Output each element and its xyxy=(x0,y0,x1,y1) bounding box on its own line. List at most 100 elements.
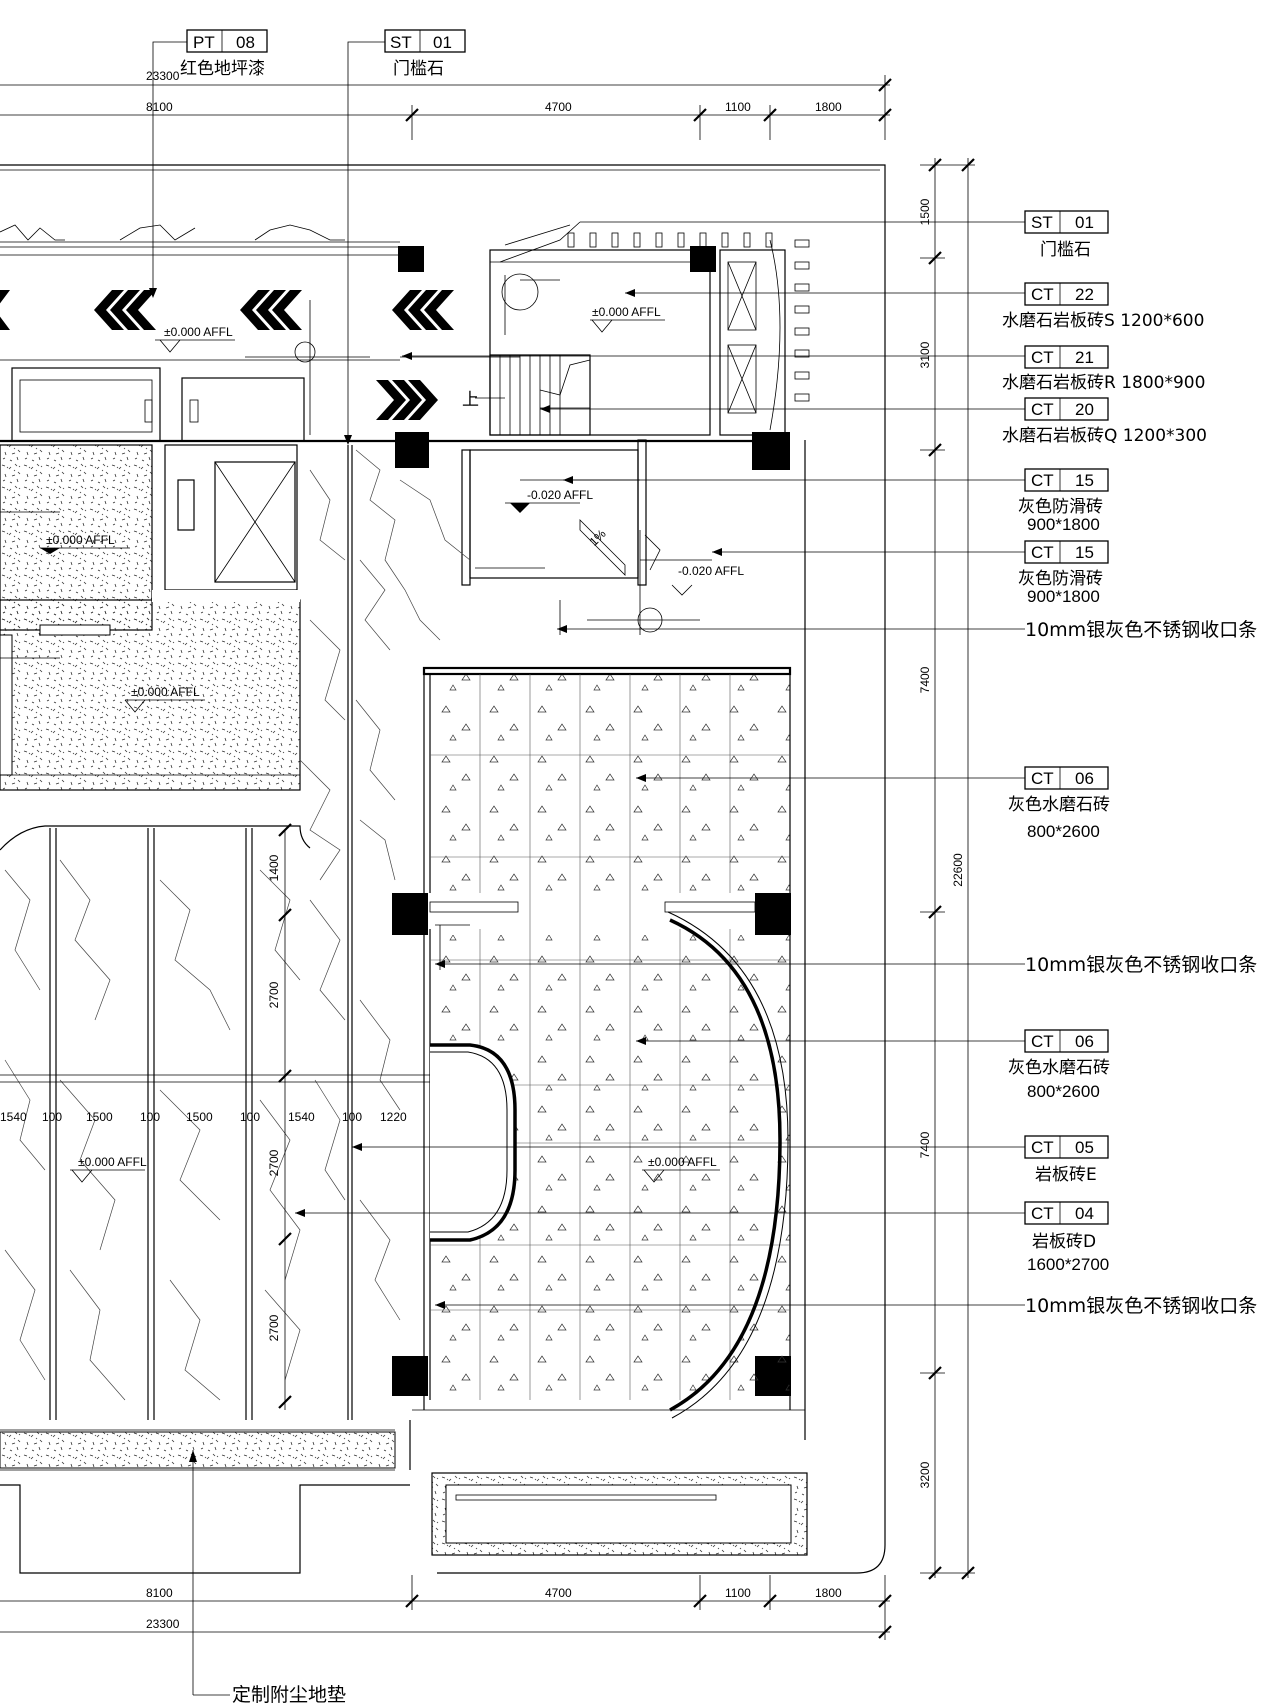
inner-vertical-dimensions: 1400 2700 2700 2700 xyxy=(267,823,292,1410)
restroom: -0.020 AFFL 1% -0.020 AFFL xyxy=(461,439,744,635)
right-tag-line-5a: 灰色防滑砖 xyxy=(1018,497,1103,517)
right-tag-line-10a: 岩板砖D xyxy=(1032,1232,1096,1252)
right-tag-num-8: 06 xyxy=(1075,1032,1094,1051)
trim-note-text-3: 10mm银灰色不锈钢收口条 xyxy=(1025,1295,1257,1317)
right-tag-num-10: 04 xyxy=(1075,1204,1094,1223)
inner-vdim-3: 2700 xyxy=(267,1149,281,1176)
top-tag-label-2: 门槛石 xyxy=(393,59,444,79)
right-tag-num-1: 01 xyxy=(1075,213,1094,232)
terrazzo-tile-room: ±0.000 AFFL xyxy=(422,666,792,1419)
inner-hdim-7: 1540 xyxy=(288,1110,315,1124)
trim-note-3: 10mm银灰色不锈钢收口条 xyxy=(435,1295,1257,1317)
right-dim-seg-2: 3100 xyxy=(918,341,932,368)
right-tag-5: CT 15 灰色防滑砖 900*1800 xyxy=(563,468,1109,534)
chevron-arrows-right xyxy=(376,380,438,420)
inner-hdim-1: 1540 xyxy=(0,1110,27,1124)
trim-note-1: 10mm银灰色不锈钢收口条 xyxy=(557,619,1257,641)
level-marker-6: -0.020 AFFL xyxy=(678,564,744,578)
right-tag-line-9a: 岩板砖E xyxy=(1035,1165,1097,1185)
bench-fixtures xyxy=(0,367,320,442)
bottom-dim-total: 23300 xyxy=(146,1617,180,1631)
top-tag-code-2: ST xyxy=(390,33,412,52)
right-tag-num-3: 21 xyxy=(1075,348,1094,367)
right-tag-7: CT 06 灰色水磨石砖 800*2600 xyxy=(636,766,1110,841)
top-dim-total: 23300 xyxy=(146,69,180,83)
right-tag-line-10b: 1600*2700 xyxy=(1027,1255,1109,1274)
planter xyxy=(431,1472,808,1556)
level-marker-2: ±0.000 AFFL xyxy=(46,533,115,547)
bottom-dim-left: 8100 xyxy=(146,1586,173,1600)
top-tag-num-2: 01 xyxy=(433,33,452,52)
right-tag-num-4: 20 xyxy=(1075,400,1094,419)
inner-vdim-2: 2700 xyxy=(267,981,281,1008)
inner-hdim-2: 100 xyxy=(42,1110,62,1124)
right-tag-code-8: CT xyxy=(1031,1032,1054,1051)
right-tag-code-10: CT xyxy=(1031,1204,1054,1223)
right-tag-code-3: CT xyxy=(1031,348,1054,367)
right-tag-10: CT 04 岩板砖D 1600*2700 xyxy=(295,1201,1109,1274)
right-tag-num-5: 15 xyxy=(1075,471,1094,490)
inner-hdim-8: 100 xyxy=(342,1110,362,1124)
right-tag-line-4a: 水磨石岩板砖Q 1200*300 xyxy=(1002,426,1207,446)
top-tag-label-1: 红色地坪漆 xyxy=(180,59,265,79)
terrazzo-zone-left: ±0.000 AFFL ±0.000 AFFL xyxy=(0,444,301,791)
right-dim-seg-5: 3200 xyxy=(918,1461,932,1488)
top-dim-seg-1: 4700 xyxy=(545,100,572,114)
stair-edge-teeth xyxy=(567,232,810,402)
right-tag-num-9: 05 xyxy=(1075,1138,1094,1157)
right-tag-code-2: CT xyxy=(1031,285,1054,304)
inner-hdim-4: 100 xyxy=(140,1110,160,1124)
inner-hdim-3: 1500 xyxy=(86,1110,113,1124)
level-marker-5: -0.020 AFFL xyxy=(527,488,593,502)
trim-note-text-2: 10mm银灰色不锈钢收口条 xyxy=(1025,954,1257,976)
right-tag-4: CT 20 水磨石岩板砖Q 1200*300 xyxy=(540,397,1207,446)
marble-zone-top xyxy=(299,449,471,881)
right-dim-seg-1: 1500 xyxy=(918,198,932,225)
top-dim-left: 8100 xyxy=(146,100,173,114)
level-marker-bottom-left: ±0.000 AFFL xyxy=(70,1155,147,1183)
elevator xyxy=(164,444,298,591)
right-tag-line-1a: 门槛石 xyxy=(1040,240,1091,260)
entry-mat: 定制附尘地垫 xyxy=(0,1431,396,1706)
right-tag-line-2a: 水磨石岩板砖S 1200*600 xyxy=(1002,311,1204,331)
right-dim-total: 22600 xyxy=(951,853,965,887)
right-tag-line-8b: 800*2600 xyxy=(1027,1082,1100,1101)
right-tag-num-7: 06 xyxy=(1075,769,1094,788)
level-marker-8: ±0.000 AFFL xyxy=(648,1155,717,1169)
right-tag-line-3a: 水磨石岩板砖R 1800*900 xyxy=(1002,373,1205,393)
inner-vdim-1: 1400 xyxy=(267,854,281,881)
right-tag-code-4: CT xyxy=(1031,400,1054,419)
mat-note: 定制附尘地垫 xyxy=(232,1684,346,1706)
inner-hdim-6: 100 xyxy=(240,1110,260,1124)
right-tag-code-5: CT xyxy=(1031,471,1054,490)
right-tag-line-7b: 800*2600 xyxy=(1027,822,1100,841)
walls xyxy=(0,439,806,1471)
bottom-dim-seg-2: 1100 xyxy=(725,1586,751,1600)
right-tag-code-1: ST xyxy=(1031,213,1053,232)
level-marker-4: ±0.000 AFFL xyxy=(592,305,661,319)
top-dim-seg-3: 1800 xyxy=(815,100,842,114)
right-tag-num-6: 15 xyxy=(1075,543,1094,562)
right-tag-line-8a: 灰色水磨石砖 xyxy=(1008,1058,1110,1078)
inner-vdim-4: 2700 xyxy=(267,1314,281,1341)
right-tag-8: CT 06 灰色水磨石砖 800*2600 xyxy=(636,1029,1110,1101)
right-tag-line-6a: 灰色防滑砖 xyxy=(1018,569,1103,589)
right-dimensions: 1500 3100 7400 7400 3200 22600 xyxy=(918,158,975,1580)
right-tag-line-7a: 灰色水磨石砖 xyxy=(1008,795,1110,815)
top-tag-pt08: PT 08 红色地坪漆 xyxy=(149,29,268,298)
right-tag-3: CT 21 水磨石岩板砖R 1800*900 xyxy=(402,345,1205,393)
right-tag-1: ST 01 门槛石 xyxy=(499,210,1109,263)
stair-up-label: 上 xyxy=(462,390,479,410)
inner-horizontal-dimensions: 1540 100 1500 100 1500 100 1540 100 1220… xyxy=(0,1110,485,1124)
building-outline xyxy=(0,164,886,1574)
marble-zone-bottom xyxy=(0,825,490,1420)
trim-note-2: 10mm银灰色不锈钢收口条 xyxy=(435,954,1257,976)
level-marker-7: ±0.000 AFFL xyxy=(78,1155,147,1169)
top-tag-st01: ST 01 门槛石 xyxy=(344,29,466,445)
right-tag-6: CT 15 灰色防滑砖 900*1800 xyxy=(712,540,1109,606)
structural-columns xyxy=(392,246,791,1396)
top-tag-num-1: 08 xyxy=(236,33,255,52)
bottom-dimensions: 8100 23300 4700 1100 1800 xyxy=(0,1575,892,1640)
stair-area: 上 ±0.000 AFFL xyxy=(462,224,810,436)
bottom-dim-seg-1: 4700 xyxy=(545,1586,572,1600)
